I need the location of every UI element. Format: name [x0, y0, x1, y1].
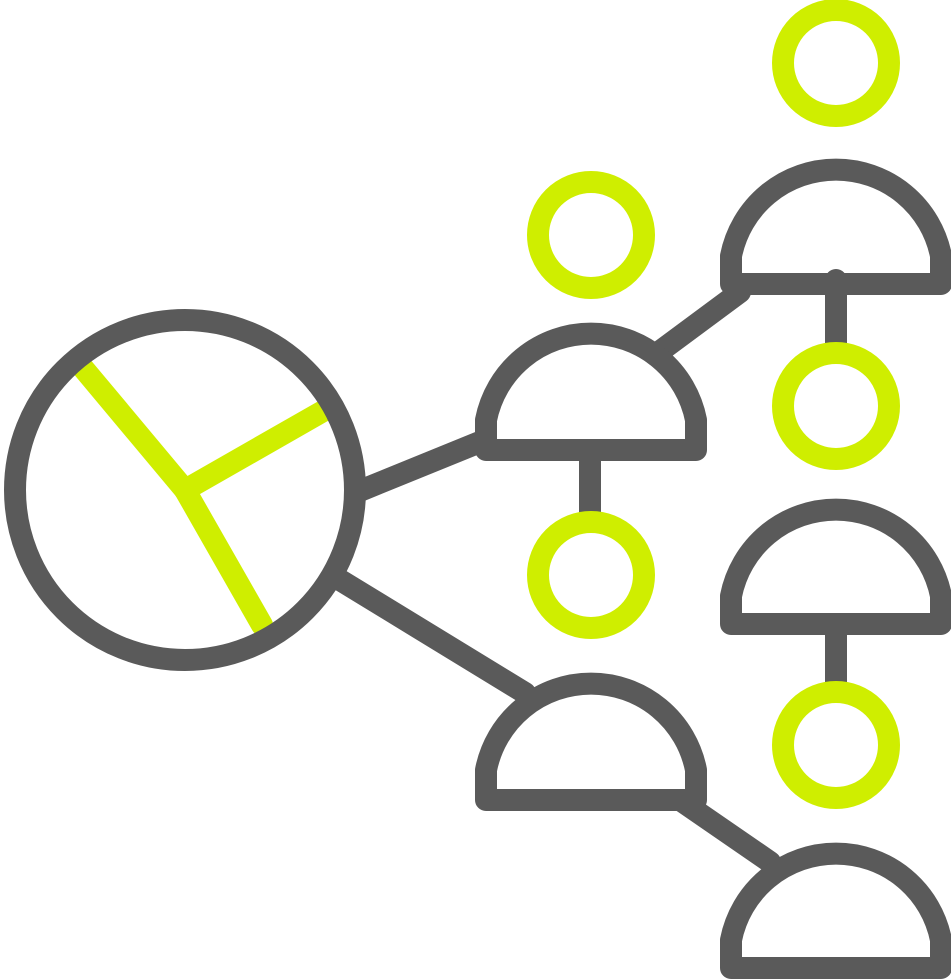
pie-slice-divider — [174, 479, 273, 636]
person-head — [527, 511, 655, 639]
person-body — [475, 672, 707, 811]
person-body — [720, 158, 951, 295]
person-head — [772, 342, 900, 470]
person-body — [720, 842, 951, 979]
person-icon — [720, 0, 951, 295]
person-icon — [475, 672, 707, 811]
connector-line — [644, 281, 751, 366]
pie-slice-divider — [67, 351, 196, 501]
person-icon — [720, 681, 951, 979]
person-head — [527, 171, 655, 299]
pie-outline — [4, 309, 366, 671]
person-head — [772, 0, 900, 127]
pie-slice-divider — [174, 399, 336, 501]
connector-line — [329, 569, 536, 704]
person-body — [720, 498, 951, 635]
connector-line — [351, 431, 491, 501]
person-icon — [527, 511, 655, 639]
person-body — [475, 322, 707, 461]
pie-chart-icon — [4, 309, 366, 671]
person-head — [772, 681, 900, 809]
connector-lines — [329, 269, 847, 873]
person-icon — [720, 342, 951, 635]
person-icon — [475, 171, 707, 461]
